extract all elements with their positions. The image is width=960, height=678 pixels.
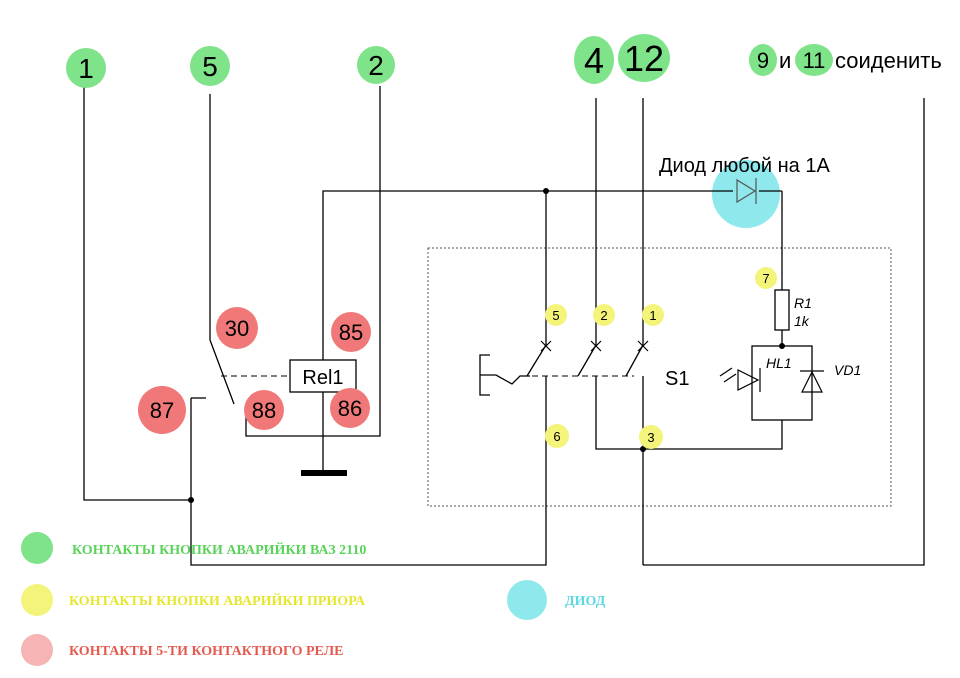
s1-blade-1 (526, 344, 547, 377)
priora-button-enclosure (427, 247, 892, 507)
badge-relay-87-text: 87 (150, 398, 174, 423)
badge-vaz-2 (357, 46, 395, 84)
badge-vaz-1 (66, 48, 106, 88)
hl1-triangle (737, 369, 760, 391)
badge-vaz-12-text: 12 (624, 38, 664, 79)
wires (83, 86, 925, 566)
badge-vaz-9 (749, 44, 777, 76)
join-word: и (779, 48, 791, 73)
badge-vaz-12 (618, 34, 670, 82)
ground-symbol (301, 470, 347, 476)
diode-highlight (712, 160, 780, 228)
switch-label: S1 (665, 368, 689, 390)
badge-priora-3 (639, 425, 663, 449)
badge-relay-88-text: 88 (252, 398, 276, 423)
junction-r1 (779, 343, 785, 349)
wire-3-to-9-11 (643, 98, 925, 566)
badge-priora-2 (593, 304, 615, 326)
relay-contact-badges: 30 85 87 88 86 (138, 307, 371, 434)
legend-cyan-text: ДИОД (565, 594, 606, 609)
wire-85-bus (322, 190, 547, 360)
wire-5 (209, 94, 235, 405)
vd1-diode (800, 370, 824, 393)
badge-vaz-9-text: 9 (757, 48, 769, 73)
legend-red-text: КОНТАКТЫ 5-ТИ КОНТАКТНОГО РЕЛЕ (69, 644, 343, 659)
badge-priora-6 (545, 424, 569, 448)
badge-relay-85 (331, 312, 371, 352)
badge-priora-1 (642, 304, 664, 326)
badge-vaz-11-text: 11 (803, 48, 826, 73)
badge-vaz-2-text: 2 (368, 50, 384, 81)
diode-triangle (736, 178, 757, 204)
badge-priora-5-text: 5 (552, 308, 559, 323)
r1-name: R1 (794, 295, 812, 311)
legend-green-text: КОНТАКТЫ КНОПКИ АВАРИЙКИ ВАЗ 2110 (72, 541, 366, 558)
contact-mark-5 (540, 340, 552, 352)
badge-priora-7 (755, 267, 777, 289)
priora-contact-badges: 5 2 1 7 6 3 (545, 267, 777, 449)
s1-actuator-arm (480, 374, 530, 385)
badge-priora-3-text: 3 (647, 430, 654, 445)
hl1-arrow-1 (719, 367, 733, 377)
badge-relay-85-text: 85 (339, 320, 363, 345)
badge-vaz-11 (795, 44, 833, 76)
wire-1 (83, 86, 191, 501)
relay-box (289, 359, 357, 393)
junction-common-3 (640, 446, 646, 452)
legend-cyan-swatch (507, 580, 547, 620)
legend-red-swatch (21, 634, 53, 666)
junction-dots (188, 188, 785, 503)
r1-resistor (774, 289, 790, 331)
badge-priora-7-text: 7 (762, 271, 769, 286)
badge-vaz-4-text: 4 (584, 40, 604, 81)
contact-mark-2 (590, 340, 602, 352)
legend: КОНТАКТЫ КНОПКИ АВАРИЙКИ ВАЗ 2110 КОНТАК… (21, 532, 606, 666)
badge-priora-2-text: 2 (600, 308, 607, 323)
hl1-arrow-2 (723, 373, 737, 383)
wire-contact-2-common (595, 400, 783, 450)
vd1-triangle (801, 370, 823, 393)
badge-vaz-5-text: 5 (202, 51, 218, 82)
vaz-contact-badges: 1 5 2 4 12 9 и 11 соиденить (66, 34, 942, 88)
badge-vaz-1-text: 1 (78, 53, 94, 84)
s1-blade-2 (577, 344, 597, 377)
junction-bus (543, 188, 549, 194)
badge-priora-5 (545, 304, 567, 326)
wire-87-to-6 (190, 398, 547, 566)
r1-value: 1k (794, 313, 810, 329)
diode-note: Диод любой на 1А (659, 155, 830, 177)
s1-blade-3 (625, 344, 644, 377)
badge-priora-6-text: 6 (553, 429, 560, 444)
wire-88-86-2 (245, 86, 381, 437)
vd1-label: VD1 (834, 362, 861, 378)
legend-yellow-text: КОНТАКТЫ КНОПКИ АВАРИЙКИ ПРИОРА (69, 592, 366, 609)
badge-relay-86-text: 86 (338, 396, 362, 421)
hl1-label: HL1 (766, 355, 792, 371)
badge-vaz-5 (190, 46, 230, 86)
contact-mark-1 (637, 340, 649, 352)
s1-contact-marks (540, 340, 649, 352)
legend-green-swatch (21, 532, 53, 564)
relay-label: Rel1 (302, 367, 343, 389)
badge-relay-86 (330, 388, 370, 428)
badge-relay-30-text: 30 (225, 316, 249, 341)
junction-1-87 (188, 497, 194, 503)
legend-yellow-swatch (21, 584, 53, 616)
badge-vaz-4 (574, 36, 614, 84)
badge-priora-1-text: 1 (649, 308, 656, 323)
hl1-led (719, 367, 761, 392)
badge-relay-30 (216, 307, 258, 349)
badge-relay-88 (244, 390, 284, 430)
join-tail: соиденить (835, 48, 942, 73)
diode-symbol (736, 178, 757, 204)
badge-relay-87 (138, 386, 186, 434)
